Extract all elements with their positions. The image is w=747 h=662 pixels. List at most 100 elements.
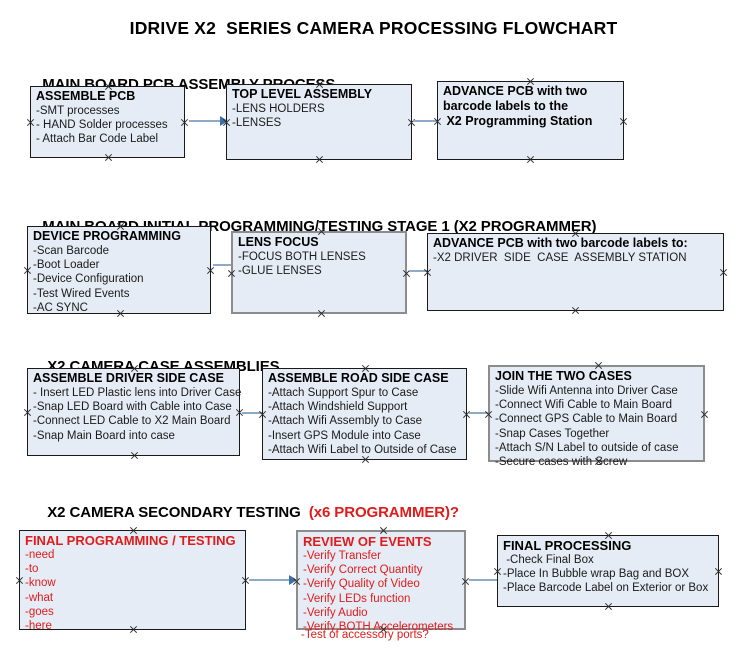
node-final-processing[interactable]: FINAL PROCESSING -Check Final Box -Place…	[497, 535, 719, 607]
connection-handle-bottom[interactable]	[526, 155, 535, 164]
node-advance-pcb-driver-side[interactable]: ADVANCE PCB with two barcode labels to: …	[427, 233, 724, 311]
connection-handle-bottom[interactable]	[604, 602, 613, 611]
connection-handle-left[interactable]	[484, 410, 493, 419]
connection-handle-left[interactable]	[433, 117, 442, 126]
connection-handle-left[interactable]	[23, 408, 32, 417]
node-line: -Verify BOTH Accelerometers	[303, 621, 454, 634]
connection-handle-right[interactable]	[180, 118, 189, 127]
connection-handle-bottom[interactable]	[361, 455, 370, 464]
node-line: -know	[25, 577, 56, 590]
connection-handle-right[interactable]	[619, 117, 628, 126]
node-line: -Boot Loader	[33, 259, 100, 272]
connection-handle-top[interactable]	[116, 222, 125, 231]
connection-handle-left[interactable]	[15, 576, 24, 585]
connection-handle-bottom[interactable]	[315, 155, 324, 164]
connection-handle-left[interactable]	[423, 268, 432, 277]
connection-handle-top[interactable]	[317, 227, 326, 236]
node-device-programming[interactable]: DEVICE PROGRAMMING -Scan Barcode -Boot L…	[27, 226, 211, 314]
node-line: -Check Final Box	[503, 554, 594, 566]
node-review-of-events[interactable]: REVIEW OF EVENTS -Verify Transfer -Verif…	[296, 530, 466, 633]
node-title-line-2: barcode labels to the	[443, 99, 569, 113]
node-line: -goes	[25, 605, 54, 618]
node-lens-focus[interactable]: LENS FOCUS -FOCUS BOTH LENSES -GLUE LENS…	[231, 231, 407, 314]
node-top-level-assembly[interactable]: TOP LEVEL ASSEMBLY -LENS HOLDERS -LENSES	[226, 84, 412, 160]
section-heading-4: X2 CAMERA SECONDARY TESTING (x6 PROGRAMM…	[31, 487, 459, 538]
connection-handle-bottom[interactable]	[116, 309, 125, 318]
node-title-line-3: X2 Programming Station	[443, 114, 593, 128]
connection-handle-left[interactable]	[292, 577, 301, 586]
node-line: -Attach Wifi Assembly to Case	[268, 415, 423, 428]
connection-handle-bottom[interactable]	[104, 153, 113, 162]
node-line: -Attach S/N Label to outside of case	[495, 441, 679, 454]
node-line: -Scan Barcode	[33, 245, 110, 257]
node-line: -Test Wired Events	[33, 287, 130, 300]
node-line: -LENS HOLDERS	[232, 103, 325, 115]
connection-handle-right[interactable]	[719, 268, 728, 277]
node-title: LENS FOCUS	[238, 235, 319, 249]
connection-handle-left[interactable]	[26, 118, 35, 127]
connection-handle-top[interactable]	[594, 361, 603, 370]
connection-handle-left[interactable]	[258, 410, 267, 419]
connection-handle-left[interactable]	[227, 269, 236, 278]
connection-handle-top[interactable]	[130, 364, 139, 373]
connection-handle-top[interactable]	[129, 526, 138, 535]
node-title: ASSEMBLE DRIVER SIDE CASE	[33, 371, 225, 385]
node-line: -SMT processes	[36, 105, 120, 117]
node-title: JOIN THE TWO CASES	[495, 369, 632, 383]
node-line: -Verify Correct Quantity	[303, 564, 423, 577]
node-line: -to	[25, 563, 39, 576]
node-overflow-text: -Test of accessory ports?	[301, 629, 429, 641]
connection-handle-bottom[interactable]	[129, 625, 138, 634]
node-line: -here	[25, 620, 52, 633]
node-title: ADVANCE PCB with two barcode labels to:	[433, 236, 688, 250]
node-title: ASSEMBLE PCB	[36, 89, 136, 103]
connection-handle-top[interactable]	[526, 77, 535, 86]
connection-handle-bottom[interactable]	[571, 306, 580, 315]
node-line: -Snap LED Board with Cable into Case	[33, 401, 232, 414]
connection-handle-top[interactable]	[104, 82, 113, 91]
node-assemble-pcb[interactable]: ASSEMBLE PCB -SMT processes - HAND Solde…	[30, 86, 185, 158]
node-title: ADVANCE PCB with two	[443, 84, 588, 98]
connection-handle-right[interactable]	[700, 410, 709, 419]
node-assemble-road-side-case[interactable]: ASSEMBLE ROAD SIDE CASE -Attach Support …	[262, 368, 467, 460]
node-line: -Secure cases with Screw	[495, 456, 628, 469]
node-advance-pcb-station[interactable]: ADVANCE PCB with two barcode labels to t…	[437, 81, 624, 160]
connection-handle-left[interactable]	[493, 567, 502, 576]
node-line: -Device Configuration	[33, 273, 144, 286]
connection-handle-left[interactable]	[23, 266, 32, 275]
connection-handle-bottom[interactable]	[594, 457, 603, 466]
node-line: -Verify Transfer	[303, 550, 381, 562]
node-line: -Verify Audio	[303, 606, 368, 619]
connection-handle-top[interactable]	[604, 531, 613, 540]
node-title: REVIEW OF EVENTS	[303, 534, 432, 549]
connection-handle-bottom[interactable]	[317, 309, 326, 318]
node-line: -X2 DRIVER SIDE CASE ASSEMBLY STATION	[433, 252, 687, 264]
connection-handle-top[interactable]	[361, 364, 370, 373]
node-line: -FOCUS BOTH LENSES	[238, 251, 366, 263]
section-heading-4-text: X2 CAMERA SECONDARY TESTING	[47, 504, 309, 521]
node-line: -LENSES	[232, 117, 282, 130]
node-line: -Verify Quality of Video	[303, 578, 420, 591]
connection-handle-right[interactable]	[714, 567, 723, 576]
node-title: FINAL PROCESSING	[503, 538, 632, 553]
node-assemble-driver-side-case[interactable]: ASSEMBLE DRIVER SIDE CASE - Insert LED P…	[27, 368, 241, 456]
node-line: -Attach Support Spur to Case	[268, 387, 419, 399]
connection-handle-top[interactable]	[315, 80, 324, 89]
connection-handle-top[interactable]	[571, 229, 580, 238]
node-line: -what	[25, 591, 54, 604]
node-join-the-two-cases[interactable]: JOIN THE TWO CASES -Slide Wifi Antenna i…	[488, 365, 705, 468]
node-line: -Connect Wifi Cable to Main Board	[495, 399, 673, 412]
node-title: FINAL PROGRAMMING / TESTING	[25, 533, 236, 548]
node-line: -Attach Wifi Label to Outside of Case	[268, 443, 457, 456]
connection-handle-left[interactable]	[222, 118, 231, 127]
node-line: -need	[25, 549, 55, 561]
node-final-programming-testing[interactable]: FINAL PROGRAMMING / TESTING -need -to -k…	[19, 530, 246, 633]
connection-handle-top[interactable]	[379, 526, 388, 535]
node-line: -Snap Main Board into case	[33, 429, 175, 442]
node-line: -Insert GPS Module into Case	[268, 429, 421, 442]
connection-handle-bottom[interactable]	[130, 451, 139, 460]
node-line: -Snap Cases Together	[495, 427, 610, 440]
node-line: -Place In Bubble wrap Bag and BOX	[503, 568, 690, 581]
section-heading-4-accent: (x6 PROGRAMMER)?	[308, 504, 459, 521]
